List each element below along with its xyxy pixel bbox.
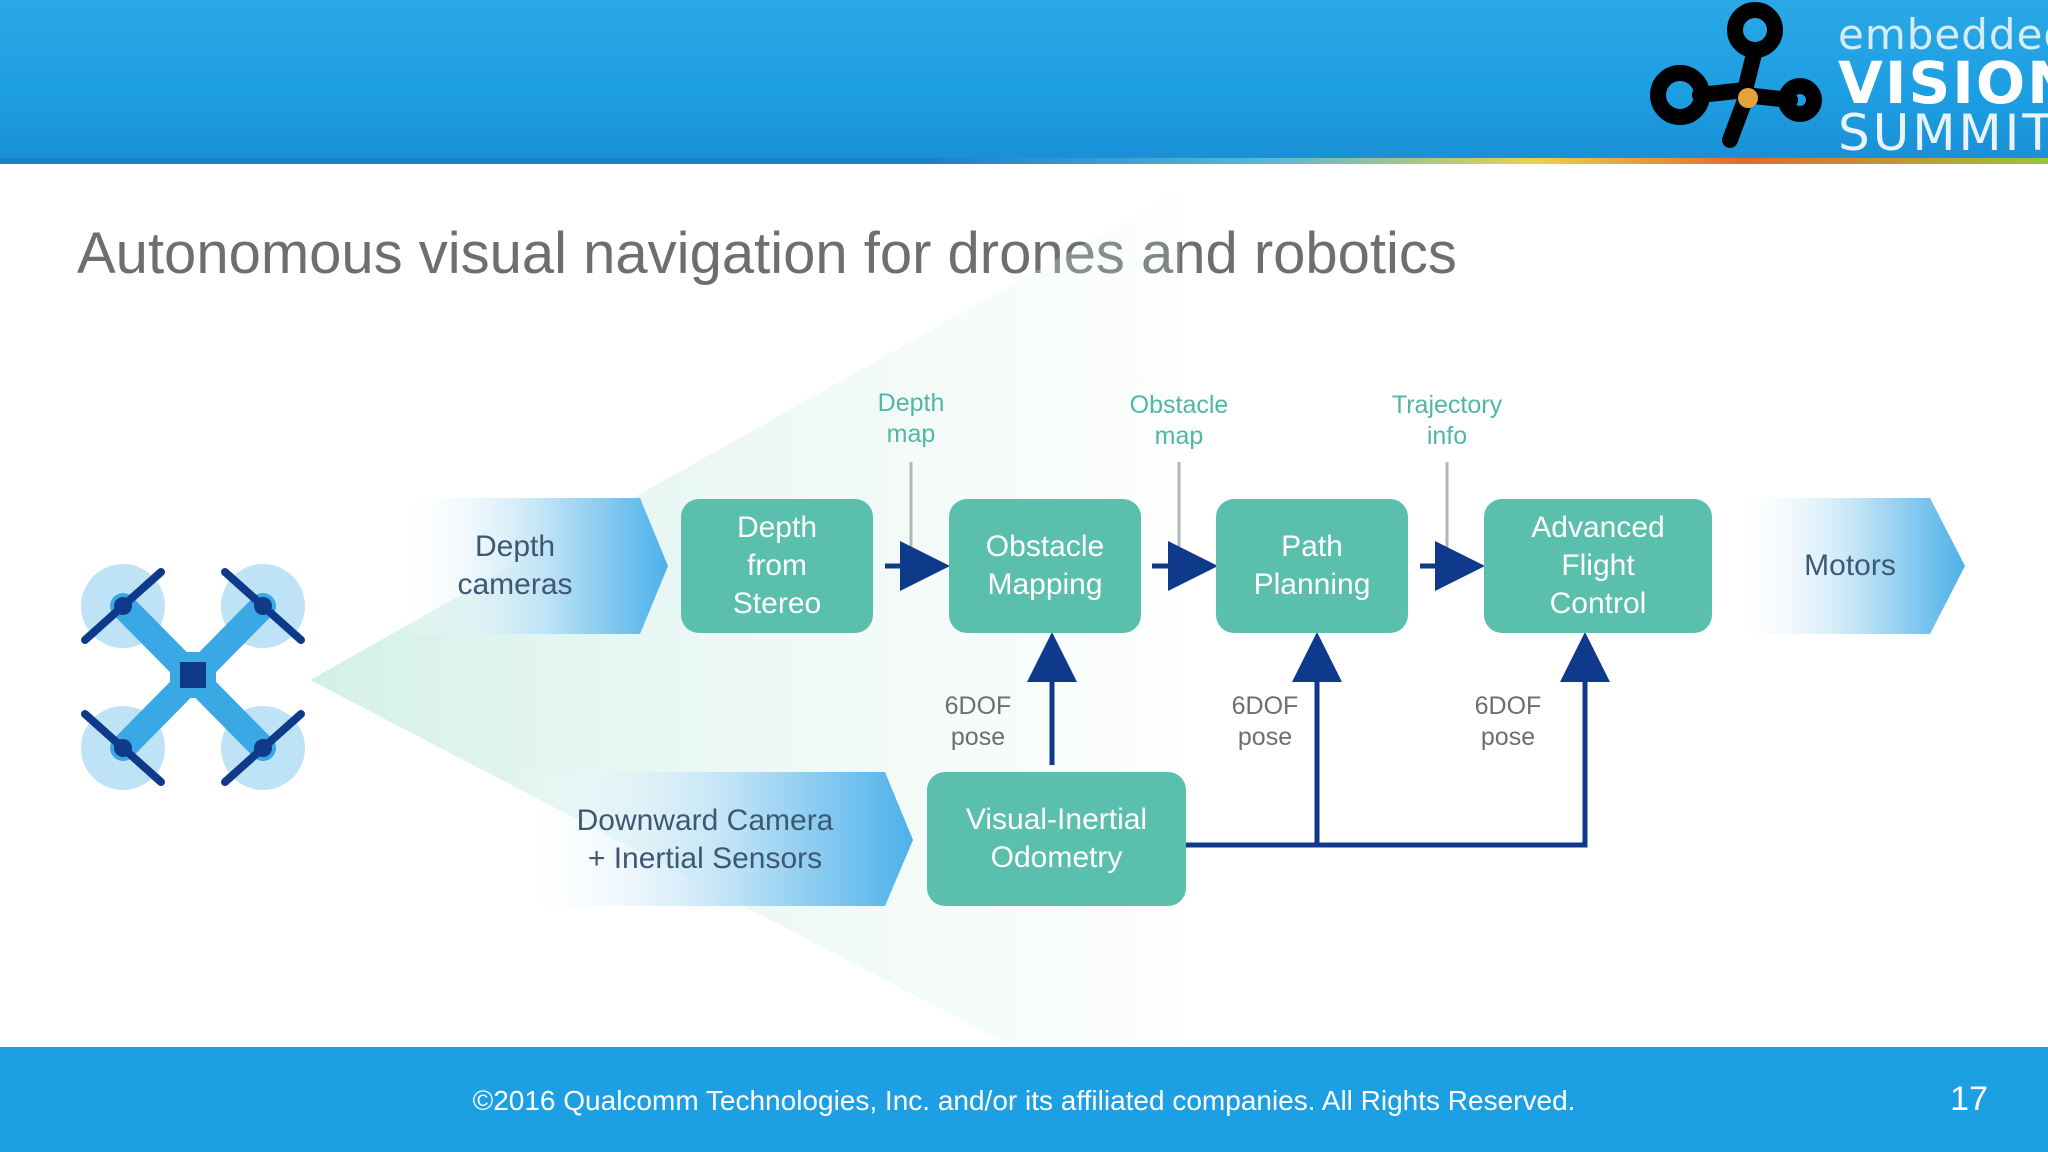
logo-line-embedded: embedded (1838, 10, 2048, 59)
logo-line-summit: SUMMIT (1838, 104, 2048, 162)
pose-label-mapping: 6DOF pose (944, 692, 1012, 751)
advanced-flight-control-label: Advanced Flight Control (1531, 511, 1665, 620)
obstacle-mapping-label: Obstacle Mapping (985, 530, 1105, 601)
downward-camera-chevron (510, 772, 913, 906)
depth-from-stereo-label: Depth from Stereo (732, 511, 822, 620)
path-planning-block: Path Planning (1216, 499, 1408, 633)
header-stripe (0, 158, 2048, 164)
copyright-notice: ©2016 Qualcomm Technologies, Inc. and/or… (472, 1085, 1576, 1116)
footer-bar (0, 1047, 2048, 1152)
logo-wordmark: embedded VISION SUMMIT (1838, 10, 2048, 162)
visual-inertial-odometry-label: Visual-Inertial Odometry (965, 803, 1148, 874)
pose-label-control: 6DOF pose (1474, 692, 1542, 751)
obstacle-mapping-block: Obstacle Mapping (949, 499, 1141, 633)
quadcopter-icon (81, 564, 305, 790)
pose-label-planning: 6DOF pose (1231, 692, 1299, 751)
trajectory-info-label: Trajectory info (1391, 391, 1503, 450)
motors-label: Motors (1804, 549, 1896, 582)
motors-chevron (1730, 498, 1965, 634)
depth-map-label: Depth map (877, 389, 945, 448)
slide-title: Autonomous visual navigation for drones … (77, 221, 1457, 286)
obstacle-map-label: Obstacle map (1129, 391, 1229, 450)
page-number: 17 (1950, 1080, 1988, 1118)
logo-line-vision: VISION (1838, 49, 2048, 117)
logo-mark (1650, 2, 1822, 148)
downward-camera-label: Downward Camera + Inertial Sensors (576, 804, 834, 875)
visual-inertial-odometry-block: Visual-Inertial Odometry (927, 772, 1186, 906)
advanced-flight-control-block: Advanced Flight Control (1484, 499, 1712, 633)
path-planning-label: Path Planning (1253, 530, 1371, 601)
depth-from-stereo-block: Depth from Stereo (681, 499, 873, 633)
depth-cameras-chevron (395, 498, 668, 634)
header-bar (0, 0, 2048, 160)
depth-cameras-label: Depth cameras (457, 530, 573, 601)
